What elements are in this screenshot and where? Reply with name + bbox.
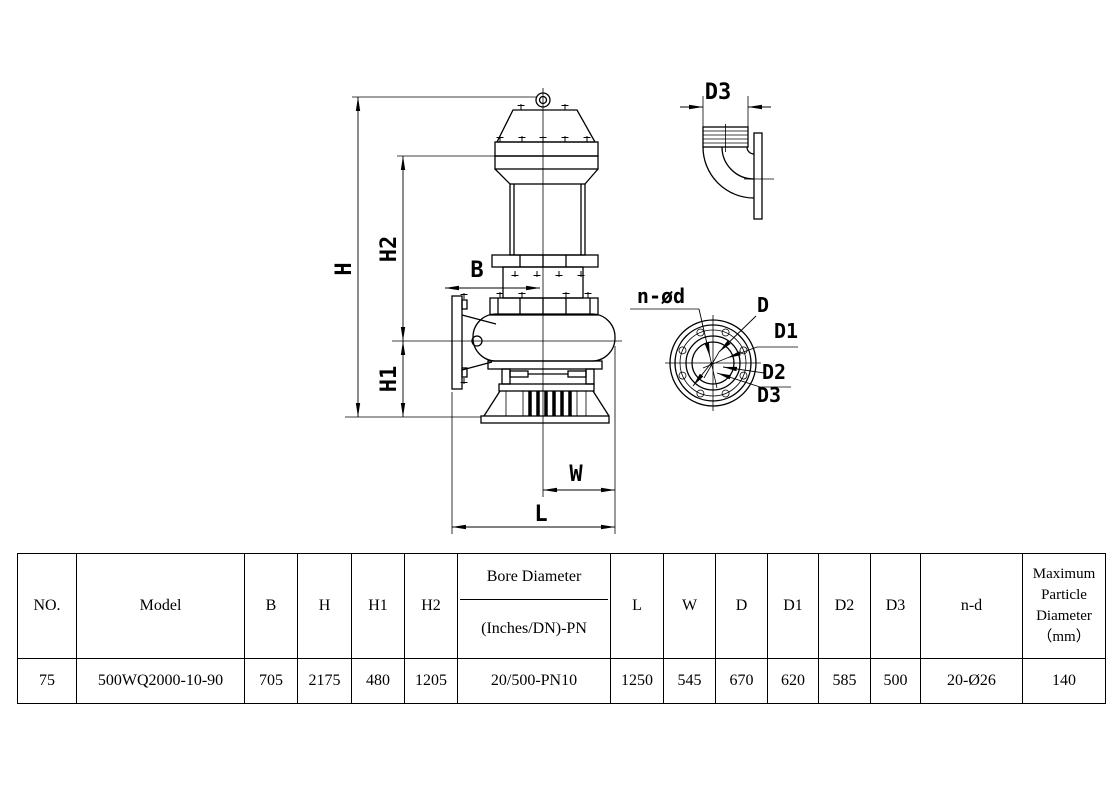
bore-diameter-label: Bore Diameter [460,554,608,600]
dim-label-b: B [470,258,483,283]
col-header-h1: H1 [351,553,405,659]
flange-outer-circle [669,319,757,407]
col-header-model: Model [76,553,245,659]
dim-label-h1: H1 [377,366,402,393]
dim-label-h2: H2 [377,236,402,263]
cell-bore: 20/500-PN10 [457,658,611,704]
pump-technical-drawing: H H2 H1 B W L D3 [332,80,798,534]
dim-label-elbow-d3: D3 [705,80,732,105]
front-view-dimensions: H H2 H1 B W L [332,96,622,534]
col-header-bore-diameter: Bore Diameter (Inches/DN)-PN [457,553,611,659]
dim-label-h: H [332,262,357,275]
col-header-max-particle: Maximum Particle Diameter（mm） [1022,553,1106,659]
cell-h2: 1205 [404,658,458,704]
motor-lower-flange [491,254,599,268]
lifting-eye [535,92,551,108]
dim-label-w: W [569,462,583,487]
motor-top-flange [494,141,599,157]
discharge-flange [451,295,463,390]
cell-d1: 620 [767,658,819,704]
col-header-no: NO. [17,553,77,659]
bolt-circle [679,329,747,397]
col-header-d3: D3 [870,553,921,659]
cell-h: 2175 [297,658,352,704]
col-header-w: W [663,553,716,659]
bore-unit-label: (Inches/DN)-PN [481,620,587,637]
spec-table: NO. Model B H H1 H2 Bore Diameter (Inche… [17,553,1106,704]
cell-n-d: 20-Ø26 [920,658,1023,704]
dim-label-l: L [534,502,547,527]
col-header-h2: H2 [404,553,458,659]
cell-d: 670 [715,658,768,704]
spec-row: 75 500WQ2000-10-90 705 2175 480 1205 20/… [17,658,1106,704]
elbow-outer-arc [702,146,755,199]
elbow-flange [753,132,763,220]
motor-body [509,183,586,256]
col-header-b: B [244,553,298,659]
elbow-side-view: D3 [680,80,774,220]
col-header-d: D [715,553,768,659]
dim-label-flange-d: D [757,293,769,317]
cell-l: 1250 [610,658,664,704]
header-row: NO. Model B H H1 H2 Bore Diameter (Inche… [17,553,1106,659]
cell-no: 75 [17,658,77,704]
cell-d2: 585 [818,658,871,704]
col-header-n-d: n-d [920,553,1023,659]
cell-d3: 500 [870,658,921,704]
stand-grille [505,391,587,416]
cell-w: 545 [663,658,716,704]
volute-casing [472,313,616,362]
base-plate [480,415,610,424]
cell-model: 500WQ2000-10-90 [76,658,245,704]
col-header-d1: D1 [767,553,819,659]
dim-label-flange-d2: D2 [762,360,786,384]
col-header-h: H [297,553,352,659]
cell-b: 705 [244,658,298,704]
col-header-d2: D2 [818,553,871,659]
casing-top-plate [489,297,599,316]
dim-label-n-od: n-ød [637,284,685,308]
pump-front-view [451,88,616,424]
volute-bottom-plate [487,360,603,370]
stand-top-plate [498,383,595,392]
flange-bolt-circle-view: n-ød D D1 D2 D3 [630,284,798,411]
dim-label-flange-d1: D1 [774,319,798,343]
cell-max-particle: 140 [1022,658,1106,704]
cell-h1: 480 [351,658,405,704]
col-header-l: L [610,553,664,659]
